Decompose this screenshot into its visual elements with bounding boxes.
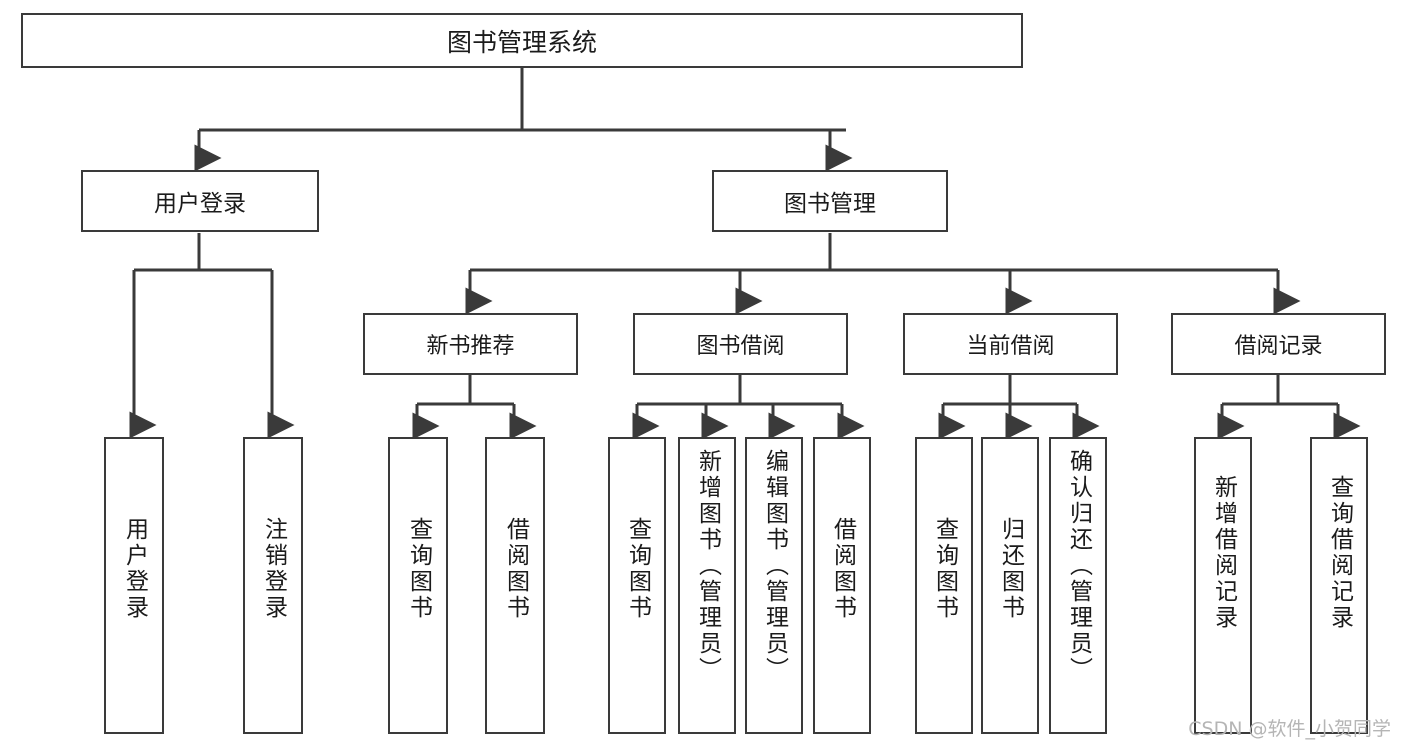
node-book-management[interactable]: 图书管理 — [712, 170, 948, 232]
leaf-label: 借阅图书 — [829, 517, 856, 621]
leaf-borrow-borrow-book[interactable]: 借阅图书 — [813, 437, 871, 734]
node-root-book-management-system[interactable]: 图书管理系统 — [21, 13, 1023, 68]
leaf-label: 新增借阅记录 — [1210, 475, 1237, 631]
leaf-user-login-logout[interactable]: 注销登录 — [243, 437, 303, 734]
leaf-label: 查询图书 — [931, 517, 958, 621]
node-borrow-record[interactable]: 借阅记录 — [1171, 313, 1386, 375]
leaf-label: 确认归还（管理员） — [1065, 449, 1092, 683]
leaf-new-book-borrow-book[interactable]: 借阅图书 — [485, 437, 545, 734]
node-borrow-record-label: 借阅记录 — [1234, 334, 1323, 359]
node-book-borrow-label: 图书借阅 — [696, 334, 785, 359]
leaf-record-add-borrow-record[interactable]: 新增借阅记录 — [1194, 437, 1252, 734]
node-new-book-recommend[interactable]: 新书推荐 — [363, 313, 578, 375]
leaf-label: 查询借阅记录 — [1326, 475, 1353, 631]
node-new-book-recommend-label: 新书推荐 — [426, 334, 515, 359]
leaf-label: 查询图书 — [405, 517, 432, 621]
leaf-current-query-book[interactable]: 查询图书 — [915, 437, 973, 734]
leaf-label: 用户登录 — [121, 517, 148, 621]
node-user-login-label: 用户登录 — [154, 191, 246, 217]
leaf-user-login-login[interactable]: 用户登录 — [104, 437, 164, 734]
leaf-current-return-book[interactable]: 归还图书 — [981, 437, 1039, 734]
leaf-label: 借阅图书 — [502, 517, 529, 621]
leaf-current-confirm-return-admin[interactable]: 确认归还（管理员） — [1049, 437, 1107, 734]
leaf-new-book-query-book[interactable]: 查询图书 — [388, 437, 448, 734]
leaf-borrow-add-book-admin[interactable]: 新增图书（管理员） — [678, 437, 736, 734]
leaf-label: 归还图书 — [997, 517, 1024, 621]
leaf-label: 编辑图书（管理员） — [761, 449, 788, 683]
node-current-borrow-label: 当前借阅 — [966, 334, 1055, 359]
leaf-record-query-borrow-record[interactable]: 查询借阅记录 — [1310, 437, 1368, 734]
node-user-login[interactable]: 用户登录 — [81, 170, 319, 232]
leaf-label: 注销登录 — [260, 517, 287, 621]
watermark-csdn: CSDN @软件_小贺同学 — [1188, 718, 1391, 740]
leaf-borrow-query-book[interactable]: 查询图书 — [608, 437, 666, 734]
leaf-label: 查询图书 — [624, 517, 651, 621]
node-current-borrow[interactable]: 当前借阅 — [903, 313, 1118, 375]
node-root-label: 图书管理系统 — [446, 27, 597, 57]
node-book-borrow[interactable]: 图书借阅 — [633, 313, 848, 375]
leaf-label: 新增图书（管理员） — [694, 449, 721, 683]
leaf-borrow-edit-book-admin[interactable]: 编辑图书（管理员） — [745, 437, 803, 734]
node-book-management-label: 图书管理 — [784, 191, 876, 217]
